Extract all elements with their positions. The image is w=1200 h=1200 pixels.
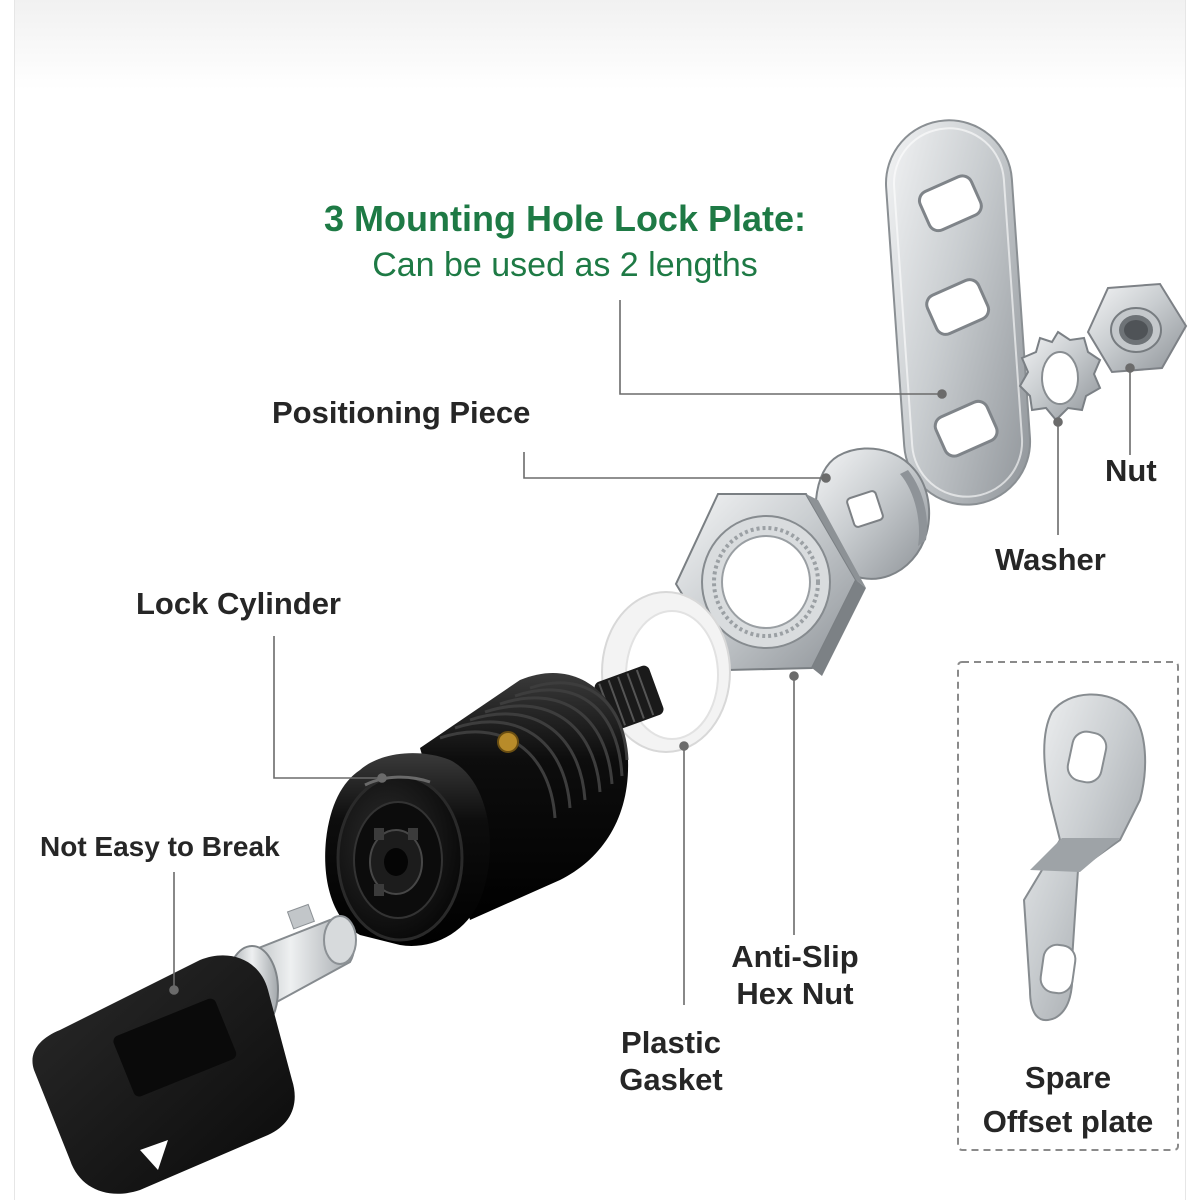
leader-lines bbox=[169, 300, 1135, 1005]
top-shade bbox=[15, 0, 1185, 90]
label-anti-slip-hex-nut: Anti-Slip Hex Nut bbox=[722, 938, 868, 1012]
headline-title: 3 Mounting Hole Lock Plate: bbox=[323, 198, 807, 239]
label-spare-line2: Offset plate bbox=[982, 1104, 1154, 1139]
spare-plate-box bbox=[957, 661, 1179, 1151]
label-anti-slip-line1: Anti-Slip bbox=[731, 939, 859, 974]
spare-offset-plate bbox=[1022, 693, 1147, 1021]
label-plastic-line1: Plastic bbox=[621, 1025, 721, 1060]
image-frame bbox=[14, 0, 1186, 1200]
key bbox=[32, 903, 357, 1194]
headline: 3 Mounting Hole Lock Plate: Can be used … bbox=[270, 196, 860, 288]
label-plastic-line2: Gasket bbox=[619, 1062, 723, 1097]
positioning-piece bbox=[814, 447, 931, 580]
label-not-easy-to-break: Not Easy to Break bbox=[40, 831, 280, 862]
nut bbox=[1086, 282, 1188, 374]
lock-plate bbox=[885, 119, 1032, 506]
label-plastic-gasket: Plastic Gasket bbox=[610, 1024, 732, 1098]
lock-cylinder bbox=[325, 665, 664, 946]
hex-nut bbox=[674, 493, 866, 676]
label-spare-line1: Spare bbox=[1024, 1060, 1112, 1095]
washer bbox=[1018, 330, 1102, 422]
label-spare-offset-plate: Spare Offset plate bbox=[968, 1056, 1168, 1144]
label-lock-cylinder: Lock Cylinder bbox=[136, 586, 341, 621]
label-washer: Washer bbox=[995, 542, 1106, 577]
label-nut: Nut bbox=[1105, 453, 1157, 488]
headline-subtitle: Can be used as 2 lengths bbox=[372, 246, 758, 284]
label-positioning-piece: Positioning Piece bbox=[272, 395, 531, 430]
label-anti-slip-line2: Hex Nut bbox=[736, 976, 854, 1011]
